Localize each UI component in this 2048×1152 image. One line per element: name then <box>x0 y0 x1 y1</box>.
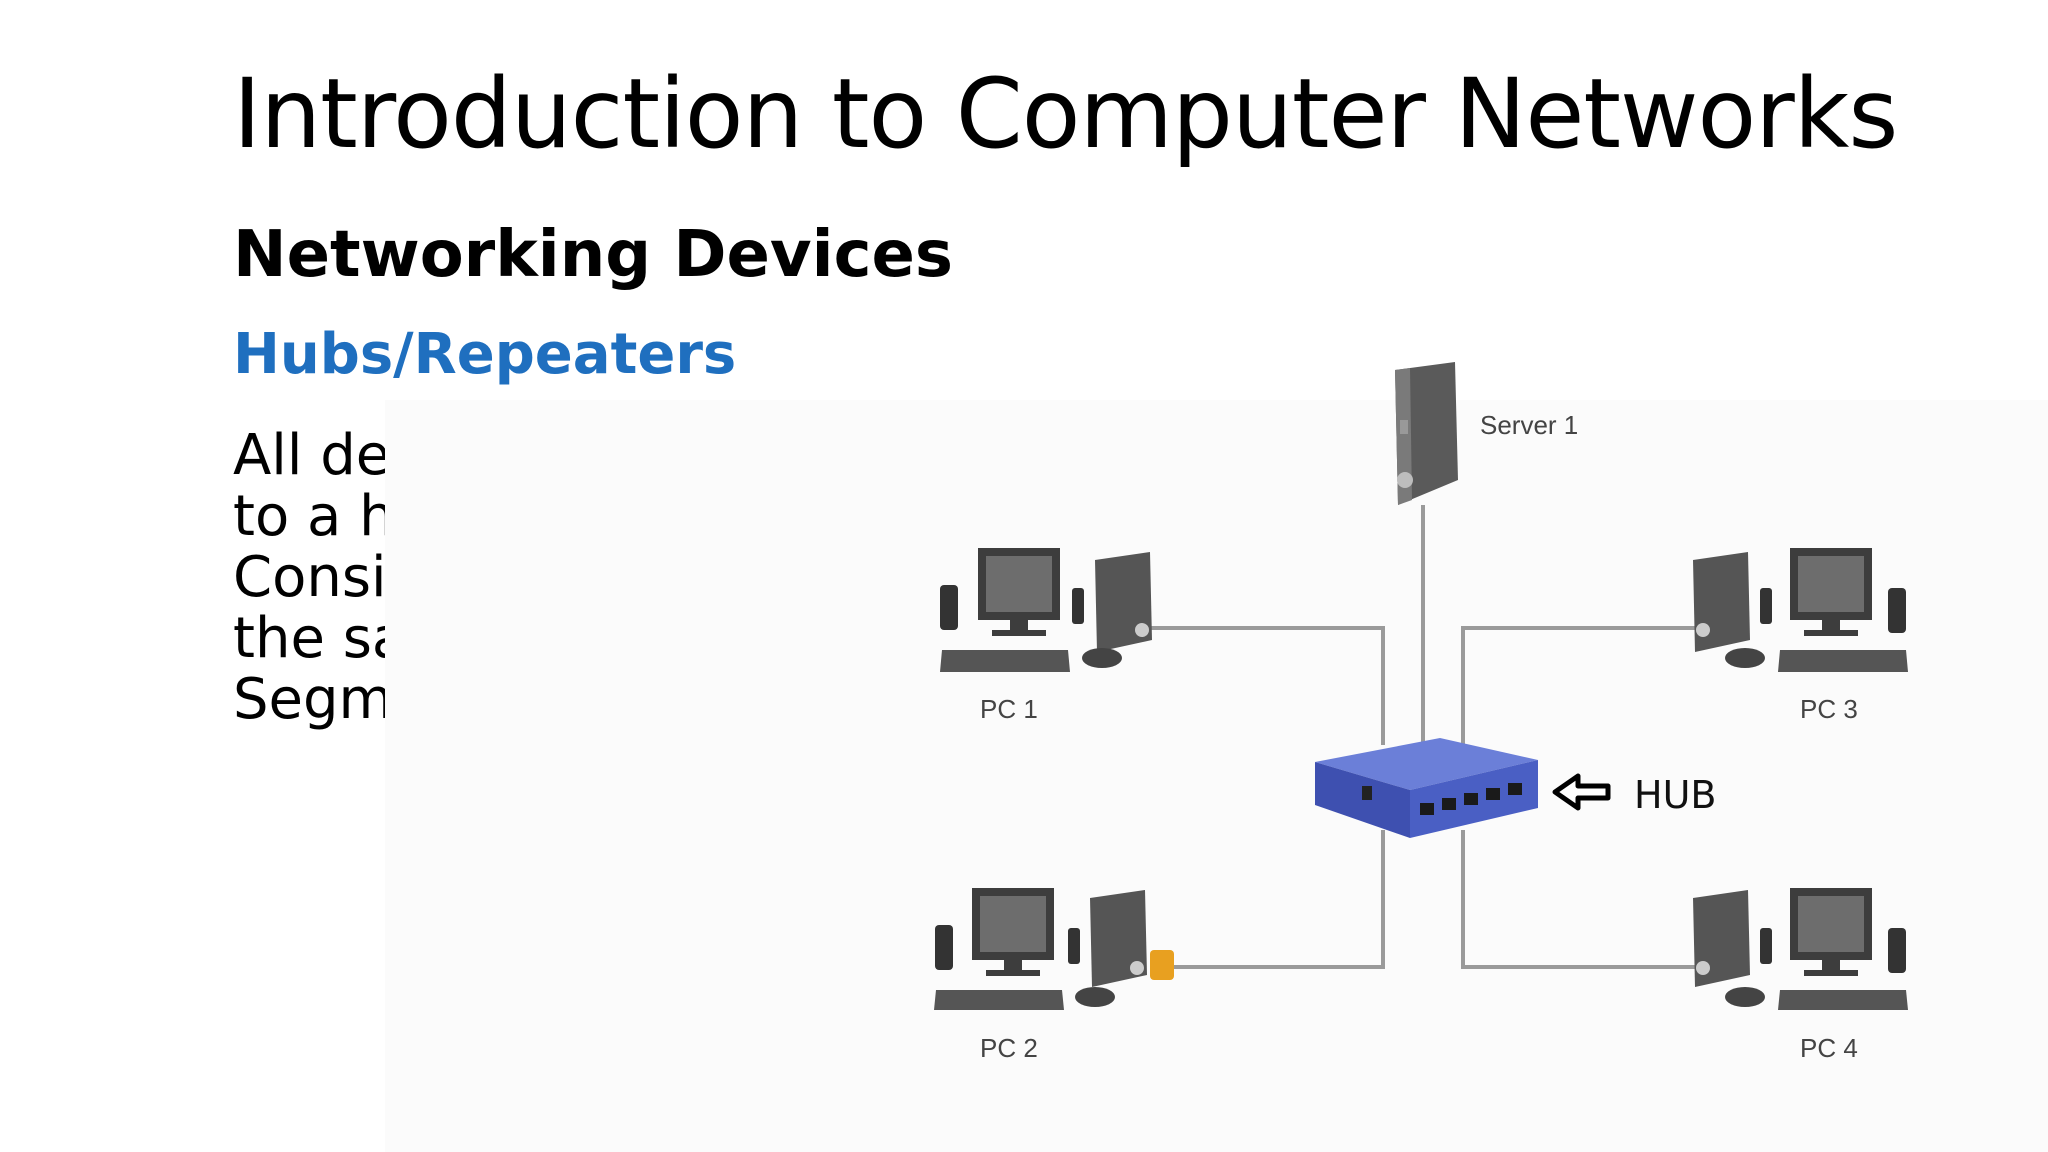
server-label: Server 1 <box>1480 410 1578 440</box>
server-icon <box>1395 362 1458 505</box>
slide-title: Introduction to Computer Networks <box>233 58 1898 170</box>
cable-pc1 <box>1150 626 1385 745</box>
cables <box>1150 505 1705 969</box>
connector-icon <box>1150 950 1174 980</box>
topic-heading: Hubs/Repeaters <box>233 322 737 387</box>
pc1-label: PC 1 <box>980 694 1038 724</box>
pc3-label: PC 3 <box>1800 694 1858 724</box>
cable-pc2 <box>1165 830 1385 969</box>
hub-icon <box>1315 738 1538 838</box>
diagram-background <box>385 400 2048 1152</box>
section-subtitle: Networking Devices <box>233 218 953 292</box>
hub-label: HUB <box>1634 773 1716 817</box>
pc1-icon <box>940 548 1152 672</box>
pc2-label: PC 2 <box>980 1033 1038 1063</box>
arrow-left-icon <box>1552 773 1611 811</box>
cable-pc3 <box>1461 626 1705 745</box>
cable-pc4 <box>1461 830 1705 969</box>
pc4-icon <box>1693 888 1908 1010</box>
pc2-icon <box>934 888 1174 1010</box>
pc3-icon <box>1693 548 1908 672</box>
pc4-label: PC 4 <box>1800 1033 1858 1063</box>
